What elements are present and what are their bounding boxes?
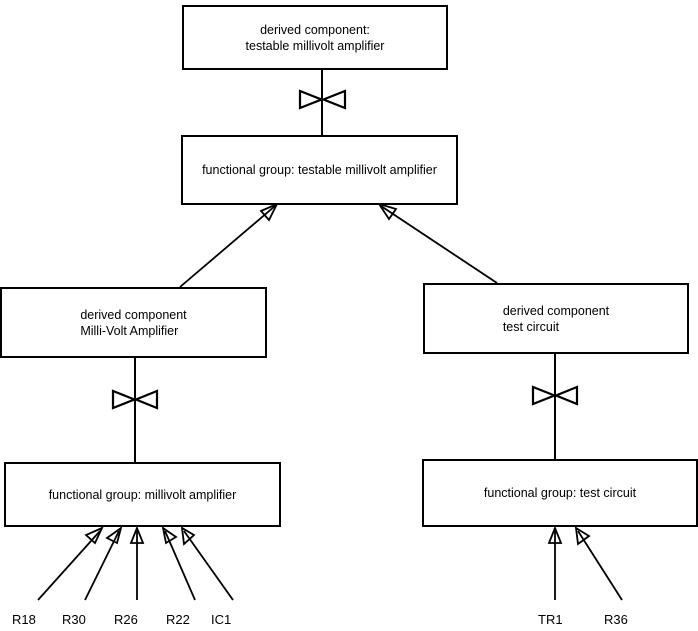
node-label: functional group: test circuit: [484, 485, 636, 501]
node-label-line1: derived component: [502, 303, 610, 318]
leaf-label-tr1[interactable]: TR1: [538, 612, 563, 627]
connector-tc-to-fg-testable: [376, 202, 498, 284]
node-fg-testable-millivolt-amplifier[interactable]: functional group: testable millivolt amp…: [181, 135, 458, 205]
connector-mva-to-fg-testable: [179, 202, 279, 288]
node-label-line1: functional group: millivolt amplifier: [48, 487, 237, 502]
node-label-line1: derived component: [80, 307, 187, 322]
leaf-label-r30[interactable]: R30: [62, 612, 86, 627]
connector-top-composition: [298, 70, 347, 135]
node-label-line2: test circuit: [502, 319, 560, 334]
leaf-label-r26[interactable]: R26: [114, 612, 138, 627]
connector-r22-to-fg-mva: [161, 525, 196, 601]
node-fg-test-circuit[interactable]: functional group: test circuit: [422, 459, 698, 527]
leaf-label-r18[interactable]: R18: [12, 612, 36, 627]
node-fg-millivolt-amplifier[interactable]: functional group: millivolt amplifier: [4, 462, 281, 527]
node-label: functional group: millivolt amplifier: [49, 487, 237, 503]
connector-ic1-to-fg-mva: [180, 526, 234, 601]
node-label: derived component:testable millivolt amp…: [246, 22, 385, 54]
connector-r26-to-fg-mva: [129, 525, 145, 600]
node-label-line2: testable millivolt amplifier: [245, 38, 385, 53]
node-label-line1: derived component:: [260, 22, 370, 37]
leaf-label-r22[interactable]: R22: [166, 612, 190, 627]
connector-mva-composition: [111, 358, 159, 462]
node-derived-testable-millivolt-amplifier[interactable]: derived component:testable millivolt amp…: [182, 5, 448, 70]
connector-r30-to-fg-mva: [84, 525, 123, 601]
connector-tc-composition: [531, 354, 579, 459]
connector-r36-to-fg-tc: [574, 526, 623, 601]
connector-tr1-to-fg-tc: [547, 525, 563, 600]
node-label-line1: functional group: testable millivolt amp…: [202, 163, 437, 177]
node-label-line2: Milli-Volt Amplifier: [80, 323, 179, 338]
node-label: functional group: testable millivolt amp…: [202, 162, 437, 178]
connector-r18-to-fg-mva: [37, 526, 104, 601]
leaf-label-r36[interactable]: R36: [604, 612, 628, 627]
node-label-line1: functional group: test circuit: [483, 486, 637, 500]
leaf-label-ic1[interactable]: IC1: [211, 612, 232, 627]
